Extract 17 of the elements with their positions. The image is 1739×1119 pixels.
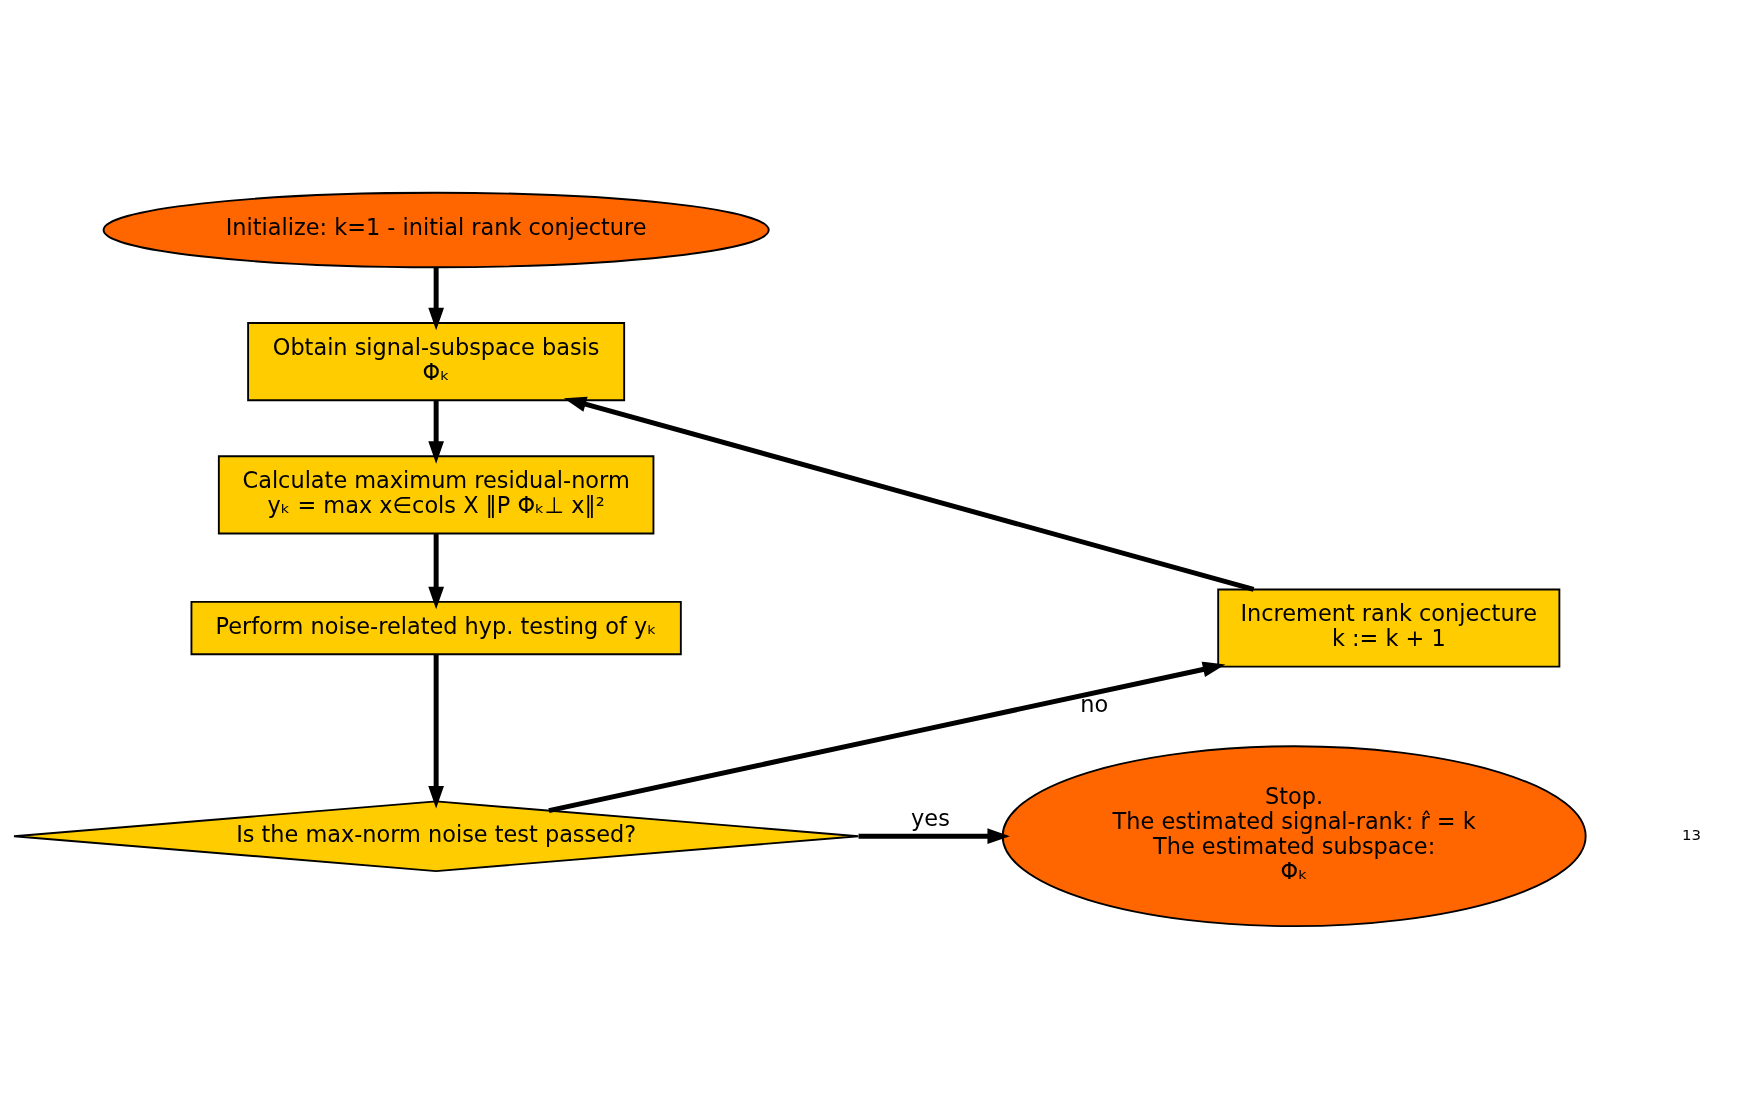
node-box: Obtain signal-subspace basis Φₖ [247, 322, 626, 402]
edge-label: yes [911, 804, 950, 831]
label: 13 [1681, 826, 1701, 845]
arrow [428, 654, 444, 809]
node-diamond: Is the max-norm noise test passed? [13, 800, 860, 872]
node-box: Perform noise-related hyp. testing of yₖ [190, 601, 682, 656]
edge-label: no [1080, 691, 1109, 718]
arrow [428, 400, 444, 464]
node-ellipse: Stop. The estimated signal-rank: r̂ = k The estimated subspace: Φₖ [1001, 745, 1587, 928]
arrow [858, 828, 1010, 845]
arrow [548, 661, 1226, 814]
arrow [563, 396, 1255, 592]
arrow [428, 267, 444, 331]
node-ellipse: Initialize: k=1 - initial rank conjecture [102, 191, 770, 269]
node-box: Calculate maximum residual-norm yₖ = max x∈cols X ‖P Φₖ⊥ x‖² [217, 455, 655, 535]
node-box: Increment rank conjecture k := k + 1 [1217, 588, 1561, 668]
arrow [428, 533, 444, 610]
